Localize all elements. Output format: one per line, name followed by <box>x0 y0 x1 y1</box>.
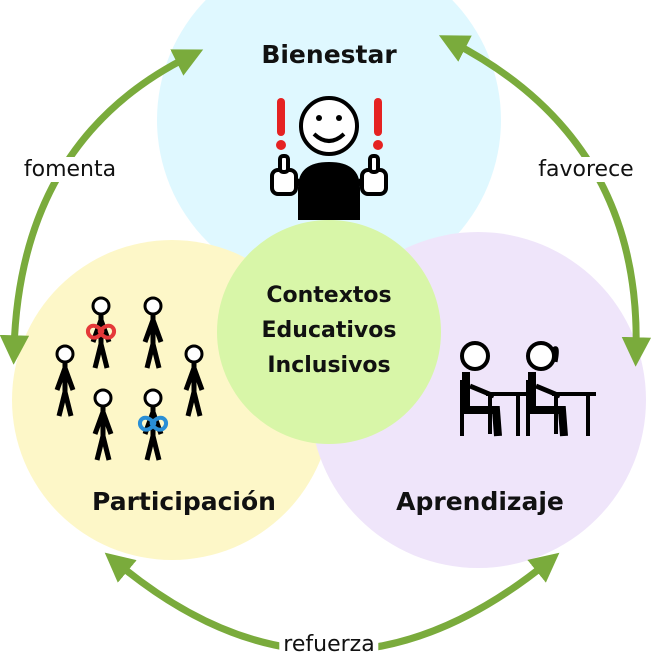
students-at-desks-icon <box>460 341 596 437</box>
smiling-person-thumbs-up-icon <box>270 96 388 220</box>
label-participacion: Participación <box>92 487 276 516</box>
group-of-people-icon <box>54 296 205 461</box>
circle-center <box>217 220 441 444</box>
center-line-2: Educativos <box>261 318 397 343</box>
label-aprendizaje: Aprendizaje <box>396 487 564 516</box>
center-title: Contextos Educativos Inclusivos <box>262 278 397 383</box>
center-line-3: Inclusivos <box>267 353 391 378</box>
arrow-label-favorece: favorece <box>534 157 638 182</box>
arrow-label-refuerza: refuerza <box>279 632 379 657</box>
center-line-1: Contextos <box>266 283 392 308</box>
arrow-label-fomenta: fomenta <box>19 157 121 182</box>
label-bienestar: Bienestar <box>261 40 397 69</box>
